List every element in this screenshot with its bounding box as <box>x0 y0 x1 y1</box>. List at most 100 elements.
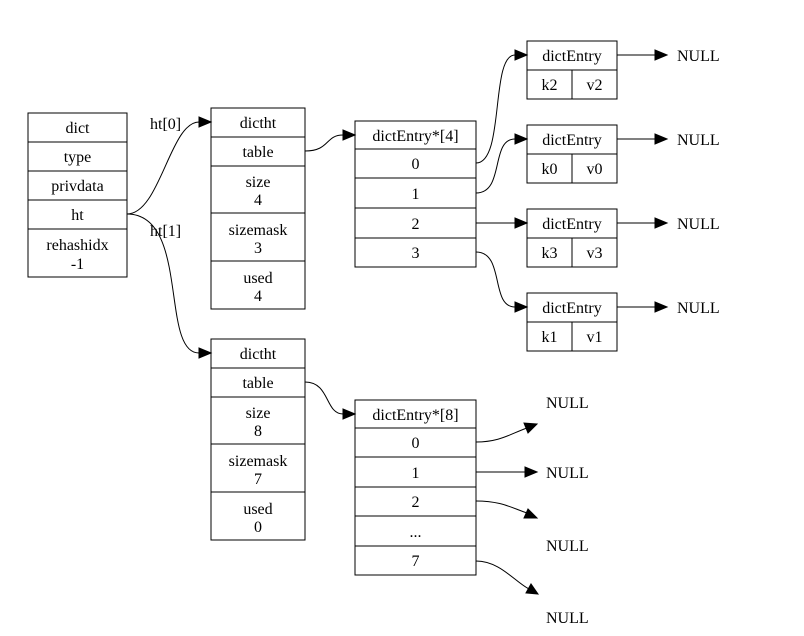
entry-k2-value-cell <box>571 69 618 100</box>
entry-k0-value: v0 <box>587 161 603 178</box>
ht0-used-value: 4 <box>254 288 262 305</box>
table0-slot-2-label: 2 <box>412 216 420 233</box>
ht1-used-value: 0 <box>254 519 262 536</box>
dict-entry-k3: dictEntry k3 v3 <box>526 208 618 268</box>
entry-k2-value: v2 <box>587 77 603 94</box>
dict-rehashidx-value: -1 <box>71 256 84 273</box>
ht1-title-cell <box>210 338 306 369</box>
ht1-used-label: used <box>243 501 272 518</box>
edge-k0-null-arrowhead <box>654 133 669 145</box>
table0-slot-0-label: 0 <box>412 156 420 173</box>
ht0-title: dictht <box>240 115 277 132</box>
edge-slot1-k0 <box>475 138 516 194</box>
entry-k3-key: k3 <box>542 245 558 262</box>
ht1-sizemask-value: 7 <box>254 471 262 488</box>
ht0-table-label: table <box>242 144 273 161</box>
entry-k2-title: dictEntry <box>542 48 602 65</box>
ht1-table-cell <box>210 367 306 398</box>
dict-struct: dict type privdata ht rehashidx -1 <box>27 112 128 278</box>
table1-slot-1 <box>354 456 477 488</box>
edge-t1-slot0-null-arrowhead <box>523 422 539 434</box>
ht1-title: dictht <box>240 346 277 363</box>
ht0-used-cell <box>210 260 306 310</box>
ht1-used-cell <box>210 491 306 541</box>
entry-k0-value-cell <box>571 153 618 184</box>
edge-slot3-k1 <box>475 251 516 308</box>
null-k2: NULL <box>677 48 720 65</box>
dict-privdata-label: privdata <box>51 178 103 195</box>
edge-ht0 <box>126 121 200 215</box>
edge-t1-slot2-null-arrowhead <box>523 508 539 519</box>
table0-slot-2 <box>354 207 477 239</box>
edge-ht1-table-arrowhead <box>342 408 357 420</box>
edge-t1-slot2-null <box>475 500 528 514</box>
edge-ht0-arrowhead <box>198 116 213 128</box>
ht0-size-label: size <box>246 174 271 191</box>
edge-slot2-k3-arrowhead <box>514 217 529 229</box>
edge-ht0-table-arrowhead <box>342 129 357 141</box>
table1-title: dictEntry*[8] <box>372 407 458 424</box>
dict-type-label: type <box>64 149 92 166</box>
entry-k2-title-cell <box>526 40 618 71</box>
table1-slot-2-label: 2 <box>412 494 420 511</box>
ht1-sizemask-label: sizemask <box>229 453 288 470</box>
table0-slot-3 <box>354 237 477 268</box>
edge-k1-null-arrowhead <box>654 301 669 313</box>
null-k0: NULL <box>677 132 720 149</box>
edge-ht1-table <box>304 381 344 415</box>
edge-label-ht1: ht[1] <box>150 223 181 240</box>
edge-t1-slot7-null <box>475 560 530 590</box>
dict-row-type <box>27 141 128 172</box>
edge-slot0-k2 <box>475 54 516 164</box>
dict-row-dict <box>27 112 128 143</box>
null-k3: NULL <box>677 216 720 233</box>
entry-k1-value-cell <box>571 321 618 352</box>
table0-array: dictEntry*[4] 0 1 2 3 <box>354 120 477 268</box>
edge-slot3-k1-arrowhead <box>514 301 529 313</box>
ht1-size-value: 8 <box>254 423 262 440</box>
ht0-sizemask-label: sizemask <box>229 222 288 239</box>
entry-k3-key-cell <box>526 237 573 268</box>
entry-k3-value: v3 <box>587 245 603 262</box>
entry-k2-key: k2 <box>542 77 558 94</box>
entry-k3-value-cell <box>571 237 618 268</box>
table1-slot-ellipsis-label: ... <box>410 524 422 541</box>
edge-k3-null-arrowhead <box>654 217 669 229</box>
dict-row-rehashidx <box>27 228 128 278</box>
edge-label-ht0: ht[0] <box>150 116 181 133</box>
entry-k3-title: dictEntry <box>542 216 602 233</box>
entry-k2-key-cell <box>526 69 573 100</box>
edge-k2-null-arrowhead <box>654 49 669 61</box>
dict-rehashidx-label: rehashidx <box>46 237 108 254</box>
table1-array: dictEntry*[8] 0 1 2 ... 7 <box>354 399 477 576</box>
table0-title: dictEntry*[4] <box>372 128 458 145</box>
table0-slot-3-label: 3 <box>412 245 420 262</box>
entry-k1-title: dictEntry <box>542 300 602 317</box>
null-t1-slot7: NULL <box>546 610 589 627</box>
table1-slot-0 <box>354 427 477 458</box>
dict-entry-k2: dictEntry k2 v2 <box>526 40 618 100</box>
dict-title: dict <box>66 120 91 137</box>
table0-slot-1-label: 1 <box>412 186 420 203</box>
table0-slot-1 <box>354 177 477 209</box>
ht1-size-label: size <box>246 405 271 422</box>
null-k1: NULL <box>677 300 720 317</box>
entry-k1-title-cell <box>526 292 618 323</box>
entry-k0-title: dictEntry <box>542 132 602 149</box>
table1-slot-0-label: 0 <box>412 435 420 452</box>
table1-title-cell <box>354 399 477 429</box>
dictht-ht1: dictht table size 8 sizemask 7 used 0 <box>210 338 306 541</box>
entry-k0-key-cell <box>526 153 573 184</box>
edge-t1-slot0-null <box>475 427 528 443</box>
entry-k0-key: k0 <box>542 161 558 178</box>
ht0-size-cell <box>210 165 306 214</box>
edge-ht1-arrowhead <box>198 347 213 359</box>
edge-t1-slot1-null-arrowhead <box>524 466 539 478</box>
dict-entry-k1: dictEntry k1 v1 <box>526 292 618 352</box>
ht0-used-label: used <box>243 270 272 287</box>
dictht-ht0: dictht table size 4 sizemask 3 used 4 <box>210 107 306 310</box>
edge-ht0-table <box>304 134 344 152</box>
table0-slot-0 <box>354 148 477 179</box>
null-t1-slot0: NULL <box>546 395 589 412</box>
